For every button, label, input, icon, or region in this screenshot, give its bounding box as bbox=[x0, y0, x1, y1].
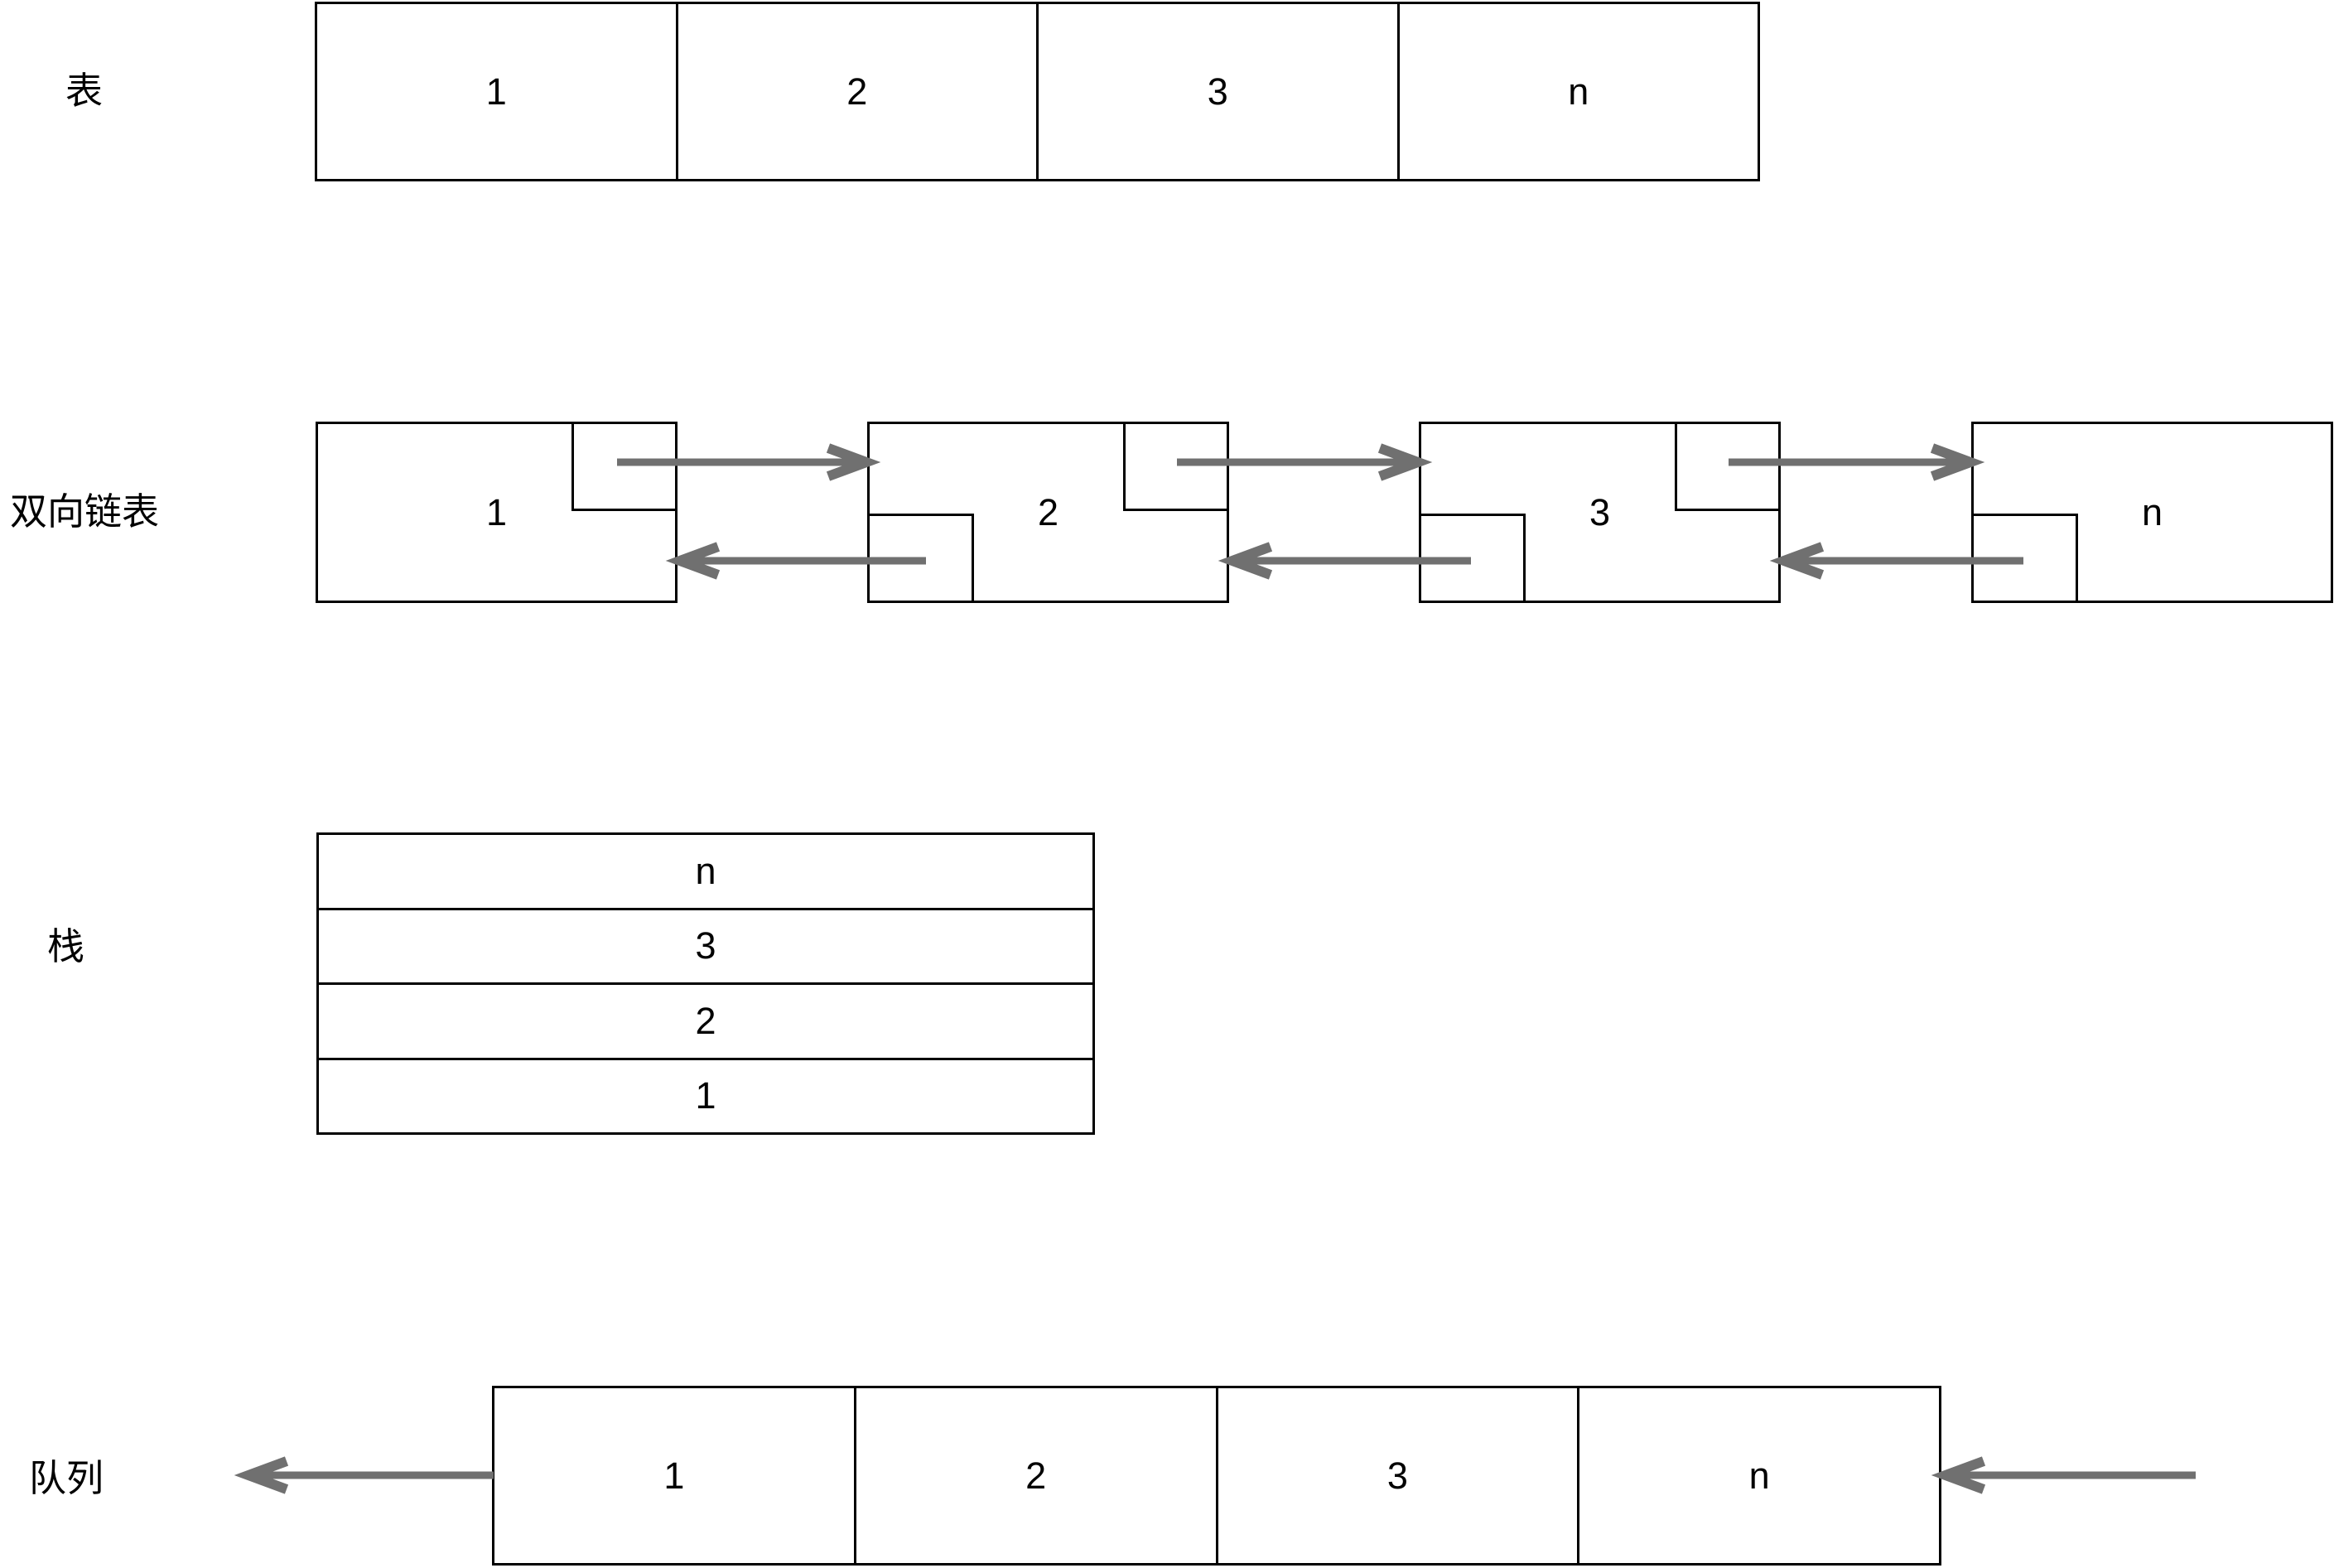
queue-cell-3: 3 bbox=[1215, 1388, 1578, 1563]
linked-list-node-n: n bbox=[1971, 422, 2333, 603]
stack-cell-bottom: 1 bbox=[319, 1057, 1092, 1133]
node-value: 3 bbox=[1589, 490, 1611, 533]
node-value: 1 bbox=[485, 490, 508, 533]
stack-cell-3: 2 bbox=[319, 982, 1092, 1058]
stack-section-label: 栈 bbox=[47, 925, 85, 967]
prev-pointer-field bbox=[1974, 514, 2078, 601]
array-row: 1 2 3 n bbox=[315, 2, 1760, 181]
stack-box: n 3 2 1 bbox=[316, 832, 1095, 1135]
next-pointer-field bbox=[1675, 424, 1778, 511]
linked-list-node-3: 3 bbox=[1419, 422, 1781, 603]
array-cell-1: 1 bbox=[485, 70, 507, 113]
array-cell-2: 2 bbox=[675, 4, 1037, 179]
queue-section-label: 队列 bbox=[29, 1457, 104, 1499]
queue-cell-n: n bbox=[1577, 1388, 1939, 1563]
stack-cell-top: n bbox=[695, 849, 716, 892]
queue-box: 1 2 3 n bbox=[492, 1386, 1941, 1566]
node-value: 2 bbox=[1037, 490, 1059, 533]
next-pointer-field bbox=[1123, 424, 1227, 511]
prev-pointer-field bbox=[870, 514, 974, 601]
next-pointer-field bbox=[571, 424, 675, 511]
array-cell-3: 3 bbox=[1036, 4, 1397, 179]
array-section-label: 表 bbox=[65, 70, 104, 112]
queue-cell-1: 1 bbox=[663, 1454, 685, 1497]
queue-cell-2: 2 bbox=[853, 1388, 1216, 1563]
prev-pointer-field bbox=[1421, 514, 1526, 601]
node-value: n bbox=[2141, 490, 2163, 533]
stack-cell-2: 3 bbox=[319, 907, 1092, 983]
array-cell-n: n bbox=[1396, 4, 1758, 179]
enqueue-arrow bbox=[1931, 1456, 2196, 1494]
linked-list-section-label: 双向链表 bbox=[10, 490, 160, 533]
linked-list-node-2: 2 bbox=[867, 422, 1229, 603]
linked-list-node-1: 1 bbox=[316, 422, 678, 603]
dequeue-arrow bbox=[234, 1456, 494, 1494]
